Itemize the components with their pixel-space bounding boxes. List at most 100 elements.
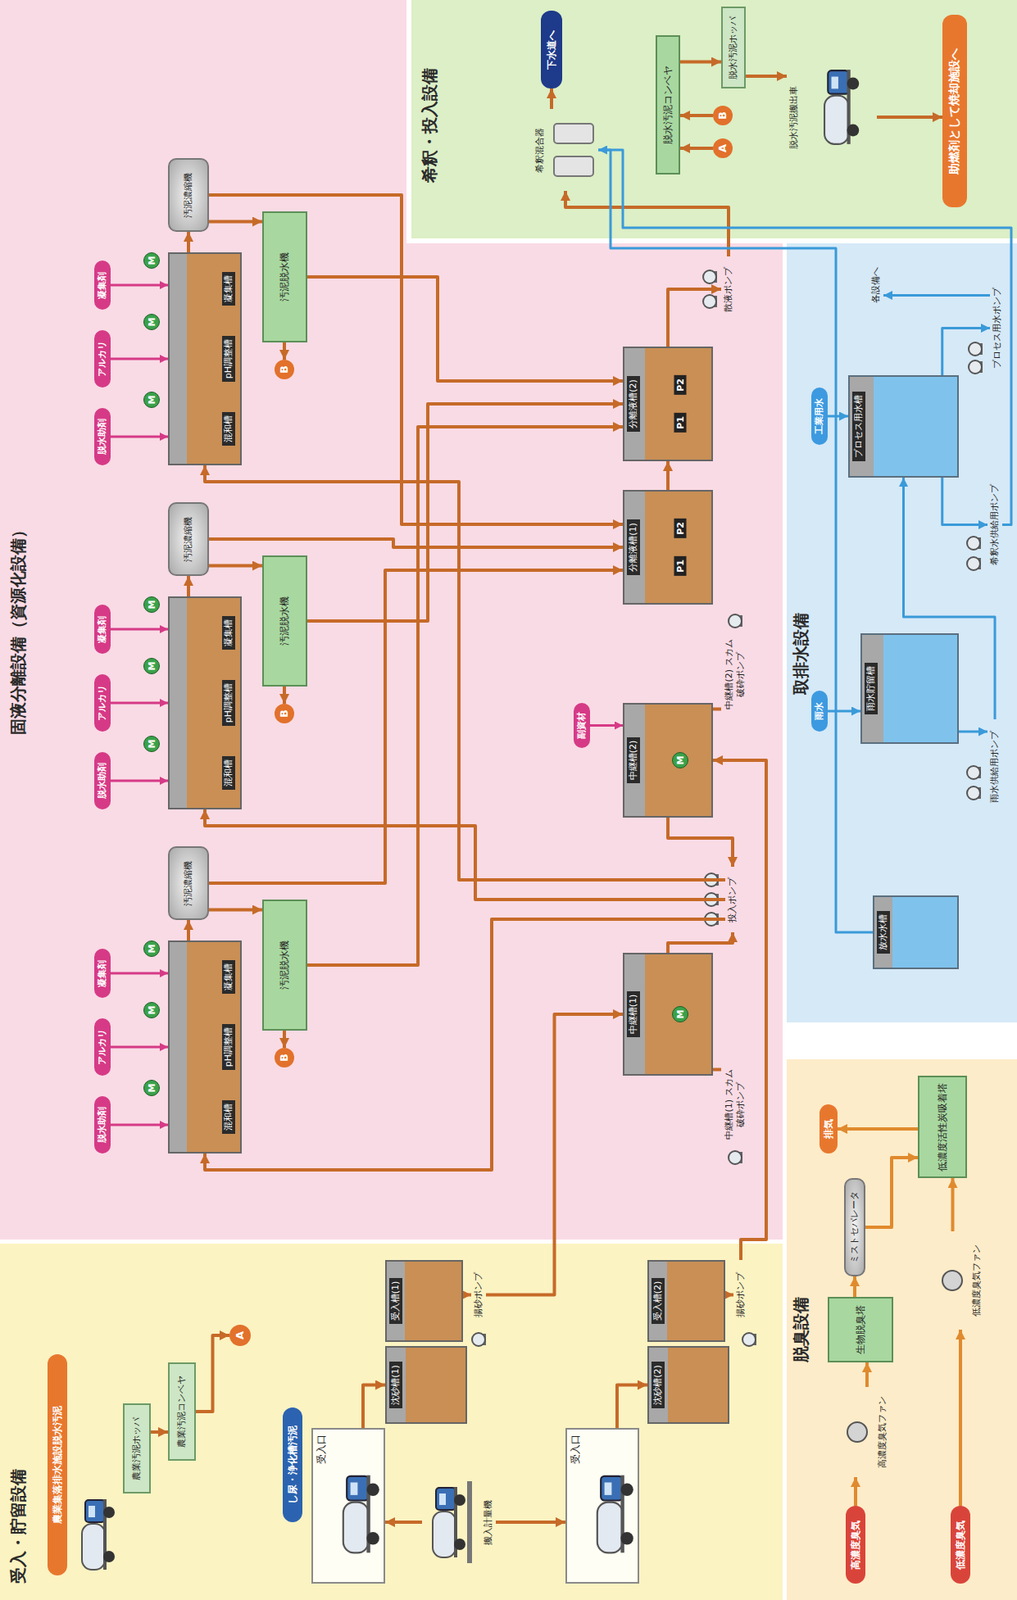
motor-symbol: M xyxy=(671,752,689,769)
flow-line xyxy=(110,284,168,287)
pump-label: 揚砂ポンプ xyxy=(471,1260,486,1331)
section-heading: 脱臭設備 xyxy=(790,1297,812,1363)
equipment-label: 中継槽(2) スカム破砕ポンプ xyxy=(723,635,747,714)
treatment-tank: 混和槽pH調整槽凝集槽 xyxy=(167,252,242,466)
pump-symbol xyxy=(968,360,983,374)
connector-circle: B xyxy=(274,703,295,724)
equipment-label: 汚泥脱水機 xyxy=(278,252,291,302)
tank: 中継槽(2) xyxy=(622,703,713,818)
water-tank: 雨水貯留槽 xyxy=(860,633,959,745)
equipment-label: A xyxy=(233,1331,247,1340)
equipment-label: 散液ポンプ xyxy=(722,267,735,313)
machine-box: 低濃度活性炭吸着塔 xyxy=(917,1076,968,1179)
connector-circle: B xyxy=(274,1048,295,1068)
equipment-label: 受入槽(2) xyxy=(651,1278,665,1326)
truck xyxy=(824,69,859,145)
pump-label: 各設備へ xyxy=(868,256,884,314)
drum-unit: 汚泥濃縮機 xyxy=(167,158,209,232)
equipment-label: 脱水汚泥搬出車 xyxy=(788,86,800,150)
flow-line xyxy=(712,760,767,1261)
flow-line xyxy=(110,702,168,705)
flow-line xyxy=(110,972,168,976)
equipment-label: B xyxy=(277,709,291,718)
equipment-label: 凝集槽 xyxy=(222,616,236,650)
equipment-frame: 低濃度臭気ファン xyxy=(938,1231,985,1331)
pump-symbol xyxy=(967,557,981,571)
tag-pill: 助燃剤として焼却施設へ xyxy=(942,14,968,208)
pump-symbol xyxy=(742,1333,757,1347)
tank: 沈砂槽(2) xyxy=(647,1346,730,1425)
flow-line xyxy=(876,115,943,119)
equipment-label: 高濃度臭気 xyxy=(849,1520,863,1571)
pump-label: プロセス用水ポンプ xyxy=(989,276,1005,380)
flow-line xyxy=(495,1520,566,1525)
tag-pill: 下水道へ xyxy=(540,10,563,89)
pump-symbol xyxy=(968,342,983,356)
flow-line xyxy=(958,730,988,734)
flow-line xyxy=(208,564,263,568)
equipment-label: 副資材 xyxy=(576,712,588,740)
equipment-label: 揚砂ポンプ xyxy=(472,1272,485,1318)
treatment-tank: 混和槽pH調整槽凝集槽 xyxy=(167,596,242,810)
tank: 分離液槽(1) xyxy=(622,490,713,605)
tag-pill: 排気 xyxy=(819,1104,838,1154)
flow-line xyxy=(712,1068,722,1072)
section-ground xyxy=(786,240,1017,1023)
flow-line xyxy=(883,294,990,297)
truck xyxy=(432,1487,466,1558)
equipment-label: 雨水供給用ポンプ xyxy=(989,730,1001,804)
section-ground xyxy=(0,1244,783,1600)
pump-symbol xyxy=(967,786,981,800)
drum-unit: 汚泥濃縮機 xyxy=(167,846,209,921)
flow-line xyxy=(282,1030,287,1049)
tank: 受入槽(2) xyxy=(647,1260,726,1343)
pump-body xyxy=(728,1151,742,1165)
flow-line xyxy=(208,908,263,913)
equipment-label: 混和槽 xyxy=(222,412,236,446)
tank: 受入槽(1) xyxy=(385,1260,464,1343)
chemical-pill: 脱水助剤 xyxy=(94,408,111,466)
flow-line xyxy=(680,113,713,118)
bay-floor xyxy=(311,1428,386,1585)
chemical-pill: 副資材 xyxy=(573,703,591,749)
flow-line xyxy=(712,708,722,712)
equipment-label: 汚泥脱水機 xyxy=(278,940,291,990)
flow-line xyxy=(667,932,733,954)
equipment-label: 揚砂ポンプ xyxy=(735,1272,747,1318)
flow-line xyxy=(385,1520,423,1525)
equipment-label: 助燃剤として焼却施設へ xyxy=(947,48,963,175)
motor-symbol: M xyxy=(671,1006,689,1023)
flow-line xyxy=(204,465,726,881)
equipment-label: 凝集剤 xyxy=(96,272,109,300)
machine-box: 脱水汚泥コンベヤ xyxy=(655,35,681,175)
equipment-frame: 高濃度臭気ファン xyxy=(844,1387,890,1478)
mixer-cylinder xyxy=(553,156,594,177)
pump-body xyxy=(703,295,717,309)
truck xyxy=(597,1475,634,1554)
section-heading: 固液分離設備（資源化設備） xyxy=(8,522,29,736)
flow-line xyxy=(307,404,623,622)
pump-symbol xyxy=(703,295,718,309)
equipment-label: 高濃度臭気ファン xyxy=(876,1396,889,1469)
flow-line xyxy=(680,146,713,150)
equipment-label: プロセス用水槽 xyxy=(852,391,866,462)
equipment-label: 低濃度臭気ファン xyxy=(971,1244,983,1317)
fan-symbol xyxy=(847,1422,868,1443)
equipment-label: 低濃度臭気 xyxy=(954,1520,968,1571)
motor-symbol: M xyxy=(143,252,160,269)
equipment-label: B xyxy=(716,111,730,120)
motor-symbol: M xyxy=(143,313,160,331)
flow-line xyxy=(680,60,722,64)
equipment-label: 沈砂槽(1) xyxy=(389,1362,403,1409)
flow-line xyxy=(725,1293,734,1298)
equipment-label: 分離液槽(2) xyxy=(626,376,641,432)
tag-pill: し尿・浄化槽汚泥 xyxy=(282,1407,303,1523)
equipment-label: し尿・浄化槽汚泥 xyxy=(286,1425,300,1505)
section-band: 固液分離設備（資源化設備）脱水助剤アルカリ凝集剤混和槽pH調整槽凝集槽汚泥濃縮機… xyxy=(0,0,783,1240)
motor-symbol: M xyxy=(143,940,160,958)
mixer-cylinder xyxy=(553,123,594,144)
motor-symbol: M xyxy=(143,596,160,613)
flow-line xyxy=(745,74,787,78)
chemical-pill: アルカリ xyxy=(94,330,111,388)
flow-line xyxy=(186,920,191,941)
